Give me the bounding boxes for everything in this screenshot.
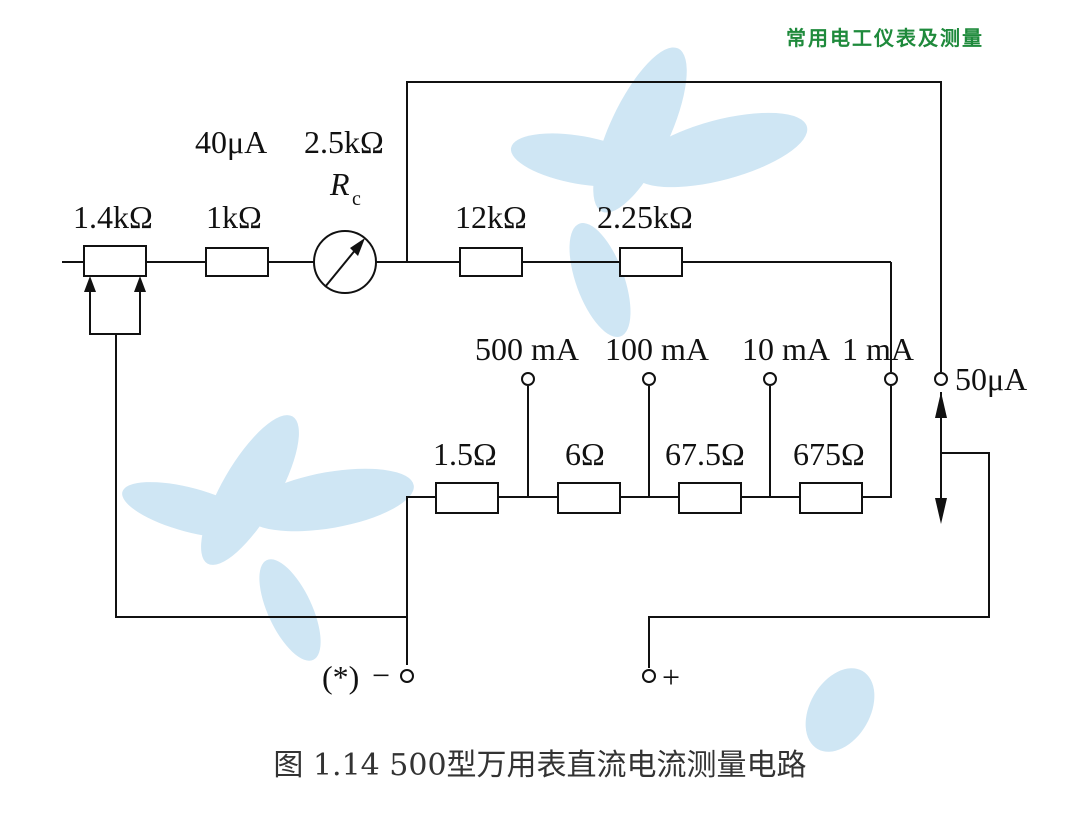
terminal-100ma	[642, 372, 656, 386]
pot-wiper-arrows	[84, 276, 146, 300]
label-100ma: 100 mA	[605, 331, 709, 367]
label-1-5: 1.5Ω	[433, 436, 497, 472]
label-meter-current: 40μA	[195, 124, 267, 160]
label-meter-subscript: c	[352, 188, 361, 210]
label-meter-symbol: R	[329, 166, 350, 202]
label-1-4k: 1.4kΩ	[73, 199, 153, 235]
label-common-sign: −	[372, 657, 390, 693]
label-meter-resistance: 2.5kΩ	[304, 124, 384, 160]
arrow-up-icon	[134, 276, 146, 292]
terminal-500ma	[521, 372, 535, 386]
resistors	[83, 245, 863, 514]
terminal-50ua	[934, 372, 948, 386]
resistor-675	[799, 482, 863, 514]
label-1k: 1kΩ	[206, 199, 262, 235]
label-10ma: 10 mA	[742, 331, 830, 367]
label-67-5: 67.5Ω	[665, 436, 745, 472]
header-title: 常用电工仪表及测量	[786, 26, 984, 50]
label-50ua: 50μA	[955, 361, 1027, 397]
terminals	[400, 372, 948, 683]
watermark-flower-top	[510, 47, 808, 337]
label-plus-sign: +	[662, 659, 680, 695]
label-common-terminal: (*)	[322, 659, 359, 695]
label-6: 6Ω	[565, 436, 605, 472]
label-12k: 12kΩ	[455, 199, 527, 235]
resistor-1k	[205, 247, 269, 277]
figure-caption: 图 1.14 500型万用表直流电流测量电路	[273, 748, 807, 783]
terminal-1ma	[884, 372, 898, 386]
switch-50ua-arrows	[935, 392, 947, 524]
arrow-down-icon	[935, 498, 947, 524]
resistor-2-25k	[619, 247, 683, 277]
resistor-1-5	[435, 482, 499, 514]
label-500ma: 500 mA	[475, 331, 579, 367]
watermark-flower-bottom	[122, 415, 875, 752]
label-675: 675Ω	[793, 436, 865, 472]
resistor-12k	[459, 247, 523, 277]
wires	[62, 81, 990, 668]
galvanometer	[313, 230, 377, 294]
resistor-6	[557, 482, 621, 514]
terminal-common	[400, 669, 414, 683]
meter-needle-icon	[350, 238, 365, 256]
labels: 1.4kΩ 1kΩ 40μA 2.5kΩ R c 12kΩ 2.25kΩ 500…	[73, 124, 1027, 695]
resistor-1-4k	[83, 245, 147, 277]
resistor-67-5	[678, 482, 742, 514]
arrow-up-icon	[84, 276, 96, 292]
arrow-up-icon	[935, 392, 947, 418]
terminal-plus	[642, 669, 656, 683]
label-1ma: 1 mA	[842, 331, 914, 367]
terminal-10ma	[763, 372, 777, 386]
label-2-25k: 2.25kΩ	[597, 199, 693, 235]
